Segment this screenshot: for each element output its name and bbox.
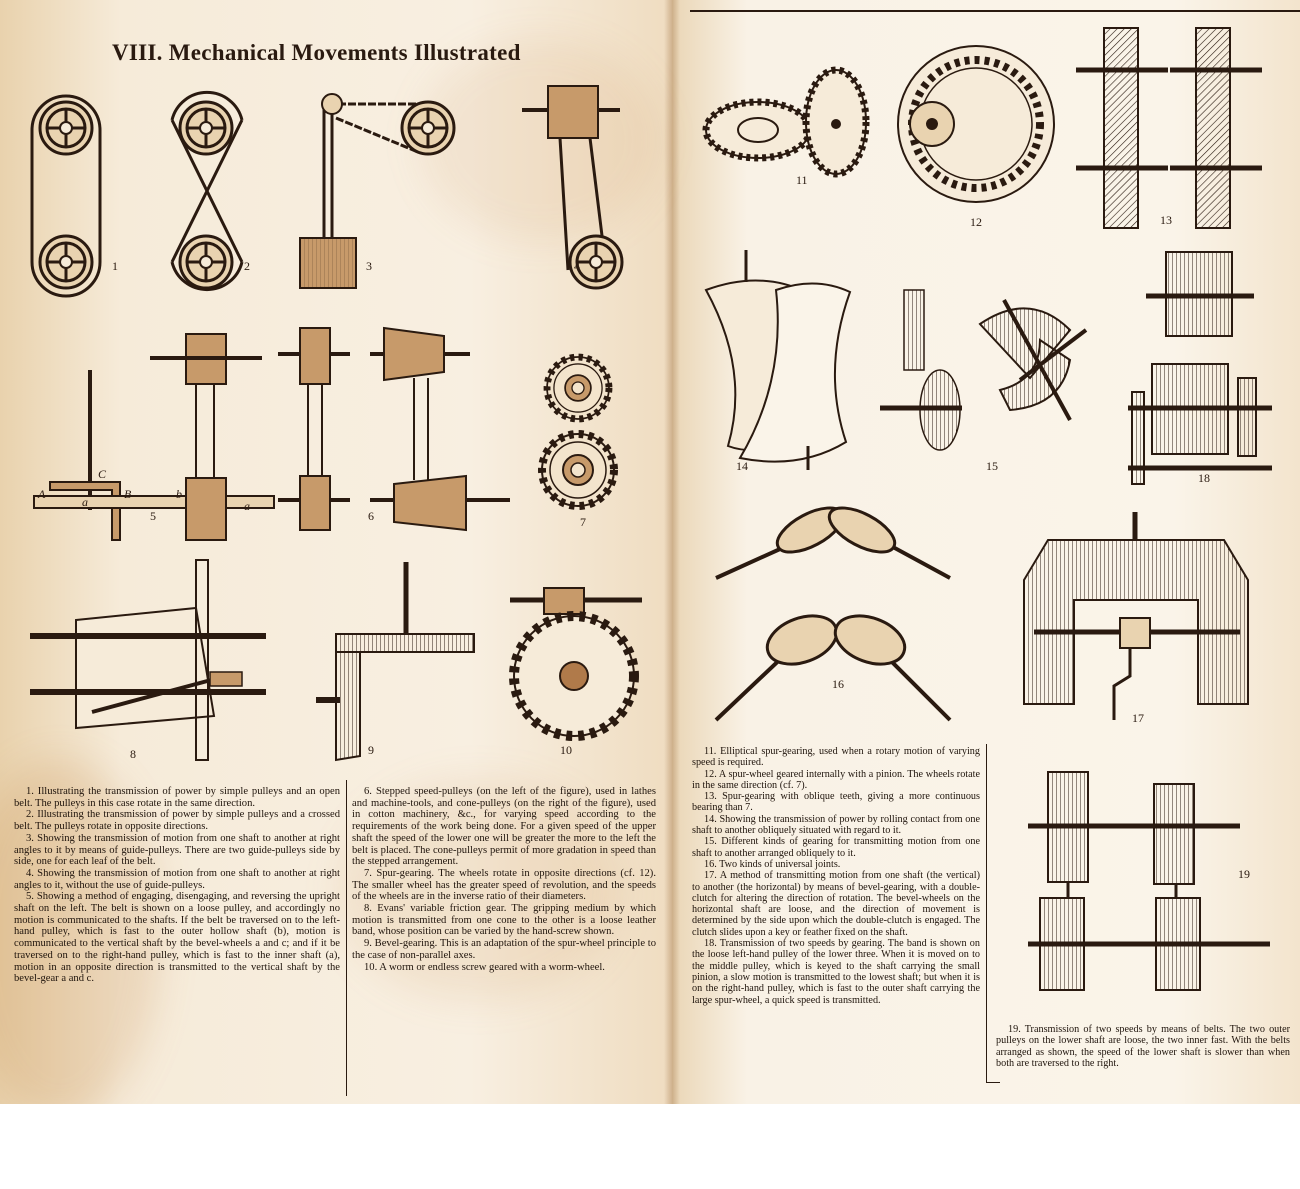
figure-letter: a bbox=[244, 499, 250, 513]
caption-18: 18. Transmission of two speeds by gearin… bbox=[692, 938, 980, 1006]
figure-number: 14 bbox=[736, 459, 748, 473]
caption-11: 11. Elliptical spur-gearing, used when a… bbox=[692, 746, 980, 769]
figure-number: 13 bbox=[1160, 213, 1172, 227]
figure-number: 9 bbox=[368, 743, 374, 757]
figure-letter: b bbox=[176, 487, 182, 501]
page-gutter bbox=[664, 0, 680, 1104]
caption-9: 9. Bevel-gearing. This is an adaptation … bbox=[352, 938, 656, 961]
rule bbox=[986, 1082, 1000, 1083]
figure-6-speed-pulleys bbox=[278, 326, 510, 532]
captions-right-column-1: 11. Elliptical spur-gearing, used when a… bbox=[692, 746, 980, 1006]
caption-3: 3. Showing the transmission of motion fr… bbox=[14, 832, 340, 868]
figure-11-elliptical-gears bbox=[702, 66, 870, 178]
page-title: VIII. Mechanical Movements Illustrated bbox=[112, 40, 521, 65]
captions-left-column-2: 6. Stepped speed-pulleys (on the left of… bbox=[352, 786, 656, 973]
figure-number: 12 bbox=[970, 215, 982, 229]
paper-stain bbox=[340, 780, 620, 1000]
figure-1-open-belt bbox=[30, 94, 102, 298]
caption-17: 17. A method of transmitting motion from… bbox=[692, 870, 980, 938]
figure-13-oblique-teeth bbox=[1076, 27, 1262, 229]
figure-16-universal-joints bbox=[714, 506, 952, 722]
paper-stain bbox=[420, 40, 660, 240]
paper-stain bbox=[0, 760, 160, 1104]
caption-7: 7. Spur-gearing. The wheels rotate in op… bbox=[352, 867, 656, 903]
captions-right-column-2: 19. Transmission of two speeds by means … bbox=[996, 1024, 1290, 1069]
caption-13: 13. Spur-gearing with oblique teeth, giv… bbox=[692, 791, 980, 814]
figure-number: 5 bbox=[150, 509, 156, 523]
caption-10: 10. A worm or endless screw geared with … bbox=[364, 961, 605, 973]
caption-4: 4. Showing the transmission of motion fr… bbox=[14, 867, 340, 891]
column-divider bbox=[986, 744, 987, 1082]
scanned-spread: VIII. Mechanical Movements Illustrated bbox=[0, 0, 1300, 1104]
figure-7-spur-gears bbox=[542, 357, 614, 506]
figure-15-oblique-gearing bbox=[880, 289, 1088, 451]
figure-plates: 1 2 3 4 5 6 7 8 9 10 11 12 13 14 15 16 1… bbox=[30, 27, 1272, 991]
figure-9-bevel-gearing bbox=[316, 562, 475, 762]
figure-letter: a bbox=[82, 495, 88, 509]
figure-2-crossed-belt bbox=[170, 90, 244, 292]
figure-number: 11 bbox=[796, 173, 808, 187]
figure-number: 3 bbox=[366, 259, 372, 273]
figure-3-guide-pulleys bbox=[299, 93, 456, 289]
figure-number: 17 bbox=[1132, 711, 1144, 725]
figure-4-quarter-twist bbox=[522, 85, 624, 290]
figure-number: 15 bbox=[986, 459, 998, 473]
left-page bbox=[0, 0, 672, 1104]
caption-16: 16. Two kinds of universal joints. bbox=[704, 858, 841, 870]
column-divider bbox=[346, 780, 347, 1096]
figure-number: 19 bbox=[1238, 867, 1250, 881]
figure-14-rolling-cones bbox=[704, 250, 852, 470]
caption-8: 8. Evans' variable friction gear. The gr… bbox=[352, 903, 656, 938]
caption-12: 12. A spur-wheel geared internally with … bbox=[692, 768, 980, 791]
caption-15: 15. Different kinds of gearing for trans… bbox=[692, 836, 980, 859]
figure-number: 8 bbox=[130, 747, 136, 761]
figure-number: 10 bbox=[560, 743, 572, 757]
figure-number: 1 bbox=[112, 259, 118, 273]
figure-number: 2 bbox=[244, 259, 250, 273]
figure-letter: A bbox=[37, 487, 46, 501]
figure-number: 7 bbox=[580, 515, 586, 529]
figure-18-two-speed-gearing bbox=[1128, 251, 1272, 485]
figure-number: 4 bbox=[574, 259, 580, 273]
figure-number: 18 bbox=[1198, 471, 1210, 485]
figure-5-reversing-gear bbox=[33, 333, 275, 541]
figure-8-friction-gear bbox=[30, 559, 266, 761]
caption-14: 14. Showing the transmission of power by… bbox=[692, 813, 980, 837]
caption-5: 5. Showing a method of engaging, disenga… bbox=[14, 891, 340, 985]
captions-left-column-1: 1. Illustrating the transmission of powe… bbox=[14, 786, 340, 985]
figure-number: 16 bbox=[832, 677, 844, 691]
figure-10-worm-wheel bbox=[509, 587, 642, 741]
caption-6: 6. Stepped speed-pulleys (on the left of… bbox=[352, 786, 656, 868]
header-rule bbox=[690, 10, 1300, 12]
figure-17-double-clutch bbox=[1023, 512, 1249, 720]
caption-19: 19. Transmission of two speeds by means … bbox=[996, 1024, 1290, 1069]
caption-1: 1. Illustrating the transmission of powe… bbox=[14, 786, 340, 809]
figure-letter: C bbox=[98, 467, 107, 481]
figure-letter: B bbox=[124, 487, 132, 501]
figure-number: 6 bbox=[368, 509, 374, 523]
figure-12-internal-gear bbox=[897, 45, 1055, 203]
figure-19-two-speed-belts bbox=[1028, 771, 1270, 991]
caption-2: 2. Illustrating the transmission of powe… bbox=[14, 809, 340, 833]
